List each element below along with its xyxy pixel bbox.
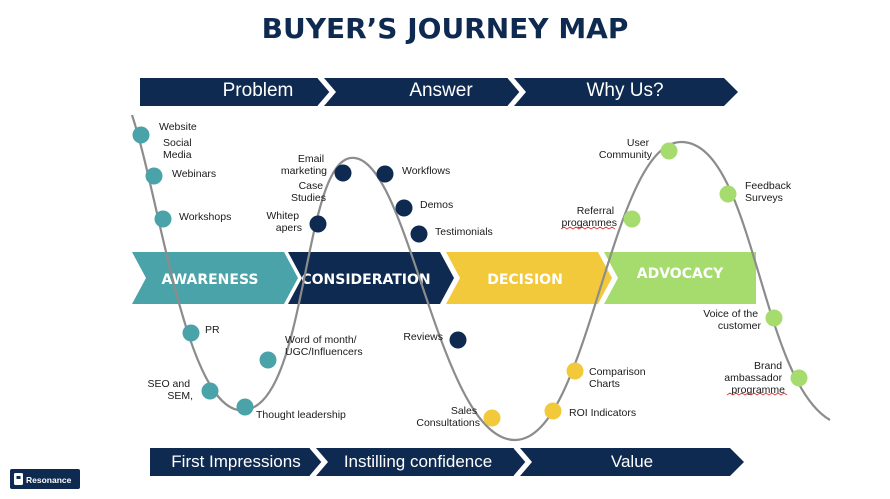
dot-reviews	[449, 331, 467, 349]
label-email-marketing: Email marketing	[281, 153, 327, 177]
stage-label-awareness: AWARENESS	[161, 272, 258, 288]
label-demos: Demos	[420, 199, 453, 211]
top-arrow-label-answer: Answer	[409, 80, 473, 101]
top-arrow-label-why-us: Why Us?	[586, 80, 663, 101]
top-arrow: Problem Answer Why Us?	[140, 77, 738, 107]
label-thought-leadership: Thought leadership	[256, 409, 346, 421]
label-pr: PR	[205, 324, 220, 336]
dot-thought-leadership	[236, 398, 254, 416]
label-testimonials: Testimonials	[435, 226, 493, 238]
label-webinars: Webinars	[172, 168, 216, 180]
resonance-logo: Resonance	[10, 469, 80, 489]
label-brand-ambassador: Brand ambassador programme	[724, 360, 785, 396]
dot-seo	[201, 382, 219, 400]
top-arrow-label-problem: Problem	[223, 80, 294, 101]
dot-roi-indicators	[544, 402, 562, 420]
label-website: Website	[159, 121, 197, 133]
stage-chevrons: AWARENESS CONSIDERATION DECISION ADVOCAC…	[132, 252, 756, 304]
label-seo: SEO and SEM,	[147, 378, 193, 402]
dot-brand-ambassador	[790, 369, 808, 387]
bottom-arrow-label-value: Value	[611, 452, 653, 471]
dot-social-media	[145, 167, 163, 185]
label-feedback-surveys: Feedback Surveys	[745, 180, 794, 204]
dot-voice-of-customer	[765, 309, 783, 327]
dot-website	[132, 126, 150, 144]
dot-user-community	[660, 142, 678, 160]
label-whitepapers: Whitep apers	[266, 210, 302, 234]
dot-demos	[395, 199, 413, 217]
dot-pr	[182, 324, 200, 342]
touchpoint-dots	[132, 126, 808, 427]
dot-workflows	[376, 165, 394, 183]
label-referral-programmes: Referral progammes	[562, 205, 617, 229]
spellcheck-squiggle	[726, 392, 788, 396]
dot-whitepapers	[309, 215, 327, 233]
dot-testimonials	[410, 225, 428, 243]
bottom-arrow-label-first-impressions: First Impressions	[171, 452, 300, 471]
label-word-of-mouth: Word of month/ UGC/Influencers	[285, 334, 363, 358]
label-sales-consultations: Sales Consultations	[416, 405, 480, 429]
label-reviews: Reviews	[403, 331, 443, 343]
label-voice-of-customer: Voice of the customer	[703, 308, 761, 332]
touchpoint-labels: Website Social Media Webinars Workshops …	[147, 121, 794, 429]
dot-referral-programmes	[623, 210, 641, 228]
stage-advocacy	[604, 252, 756, 304]
stage-awareness	[132, 252, 298, 304]
dot-feedback-surveys	[719, 185, 737, 203]
bottom-arrow: First Impressions Instilling confidence …	[150, 447, 744, 477]
page-title: BUYER’S JOURNEY MAP	[262, 12, 629, 45]
label-comparison-charts: Comparison Charts	[589, 366, 649, 390]
label-workshops: Workshops	[179, 211, 231, 223]
dot-email-marketing	[334, 164, 352, 182]
dot-word-of-mouth	[259, 351, 277, 369]
spellcheck-squiggle	[560, 226, 616, 230]
label-user-community: User Community	[599, 137, 653, 161]
stage-label-advocacy: ADVOCACY	[637, 266, 724, 282]
journey-curve	[130, 114, 831, 442]
dot-sales-consultations	[483, 409, 501, 427]
bottom-arrow-label-instilling-confidence: Instilling confidence	[344, 452, 492, 471]
dot-comparison-charts	[566, 362, 584, 380]
stage-label-decision: DECISION	[487, 272, 563, 288]
label-roi-indicators: ROI Indicators	[569, 407, 636, 419]
stage-consideration	[288, 252, 454, 304]
stage-label-consideration: CONSIDERATION	[301, 272, 430, 288]
label-social-media: Social Media	[163, 137, 195, 161]
dot-workshops	[154, 210, 172, 228]
logo-text: Resonance	[26, 475, 72, 485]
stage-decision	[446, 252, 612, 304]
label-case-studies: Case Studies	[291, 180, 326, 204]
label-workflows: Workflows	[402, 165, 450, 177]
